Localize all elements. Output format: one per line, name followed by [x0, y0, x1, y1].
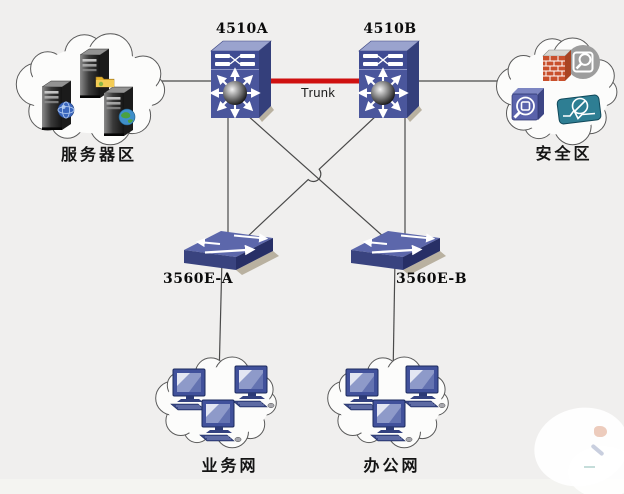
desktop-computer-icon	[194, 399, 244, 448]
trunk-label: Trunk	[300, 85, 336, 100]
globe-badge-icon	[57, 101, 75, 124]
core-switch-a-label: 4510A	[215, 21, 269, 37]
page-margin	[0, 479, 624, 494]
access-switch-a-label: 3560E-A	[163, 271, 234, 287]
link-3560ea-businessnet	[218, 257, 223, 379]
server-zone-label: 服务器区	[60, 145, 137, 164]
firewall-icon	[541, 47, 573, 88]
core-switch-b-label: 4510B	[363, 21, 417, 37]
desktop-computer-icon	[365, 399, 415, 448]
link-4510a-3560eb	[246, 114, 386, 239]
core-switch-4510a-icon	[208, 38, 274, 131]
link-3560eb-officenet	[392, 257, 396, 379]
security-zone-label: 安全区	[535, 144, 593, 163]
globe-badge-icon	[118, 108, 136, 131]
protocol-analyzer-icon	[555, 92, 603, 131]
core-switch-4510b-icon	[356, 38, 422, 131]
access-switch-b-label: 3560E-B	[396, 271, 468, 287]
link-4510b-3560ea	[245, 114, 378, 239]
folder-badge-icon	[95, 73, 115, 93]
office-network-label: 办公网	[363, 456, 421, 475]
ips-sensor-icon	[509, 84, 547, 127]
business-network-label: 业务网	[201, 456, 259, 475]
